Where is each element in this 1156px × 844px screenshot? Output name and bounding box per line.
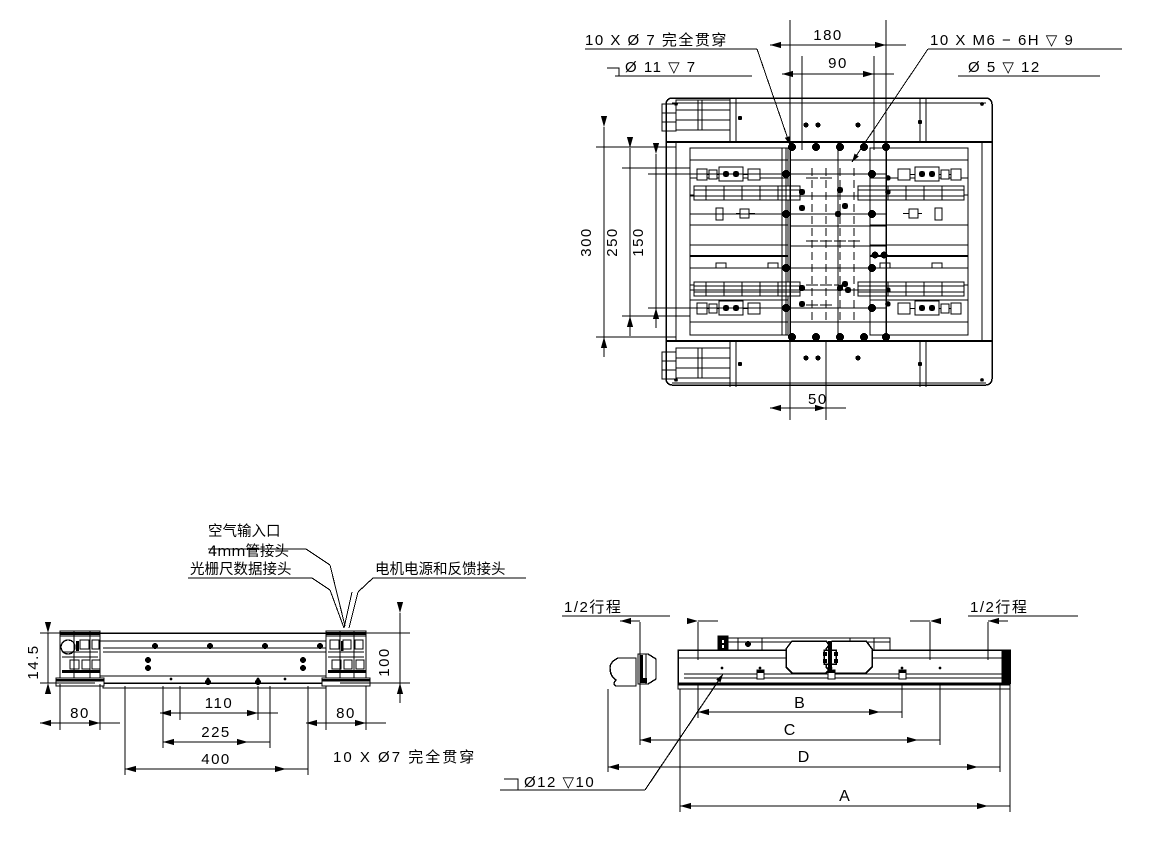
dim-250: 250 (604, 227, 621, 257)
dim-150: 150 (630, 227, 647, 257)
front-view-note: 10 X Ø7 完全贯穿 (333, 748, 476, 766)
callout-motor-power: 电机电源和反馈接头 (375, 561, 506, 578)
dim-80-right: 80 (336, 705, 356, 722)
dim-300: 300 (578, 227, 595, 257)
top-note-right-line1: 10 X M6 − 6H ▽ 9 (930, 32, 1074, 49)
dim-label-b: B (794, 695, 806, 712)
dim-label-d: D (798, 749, 811, 766)
dim-80-left: 80 (70, 705, 90, 722)
top-note-left-line2: Ø 11 ▽ 7 (625, 59, 697, 76)
dim-180: 180 (813, 27, 843, 44)
top-note-right-line2: Ø 5 ▽ 12 (968, 59, 1041, 76)
dim-label-a: A (839, 788, 851, 805)
stroke-label-left: 1/2行程 (564, 599, 622, 616)
stroke-label-right: 1/2行程 (970, 599, 1028, 616)
dim-90: 90 (828, 55, 848, 72)
callout-encoder-data: 光栅尺数据接头 (190, 561, 292, 578)
dim-225: 225 (201, 724, 231, 741)
side-view-note: Ø12 ▽10 (524, 774, 595, 791)
callout-air-inlet-line1: 空气输入口 (208, 523, 281, 540)
dim-400: 400 (201, 751, 231, 768)
dim-100: 100 (376, 647, 393, 677)
dim-50: 50 (808, 391, 828, 408)
dim-14-5: 14.5 (25, 644, 42, 679)
top-note-left-line1: 10 X Ø 7 完全贯穿 (585, 31, 728, 49)
dim-label-c: C (784, 722, 797, 739)
dim-110: 110 (205, 695, 233, 712)
callout-air-inlet-line2: 4mm管接头 (208, 543, 289, 560)
